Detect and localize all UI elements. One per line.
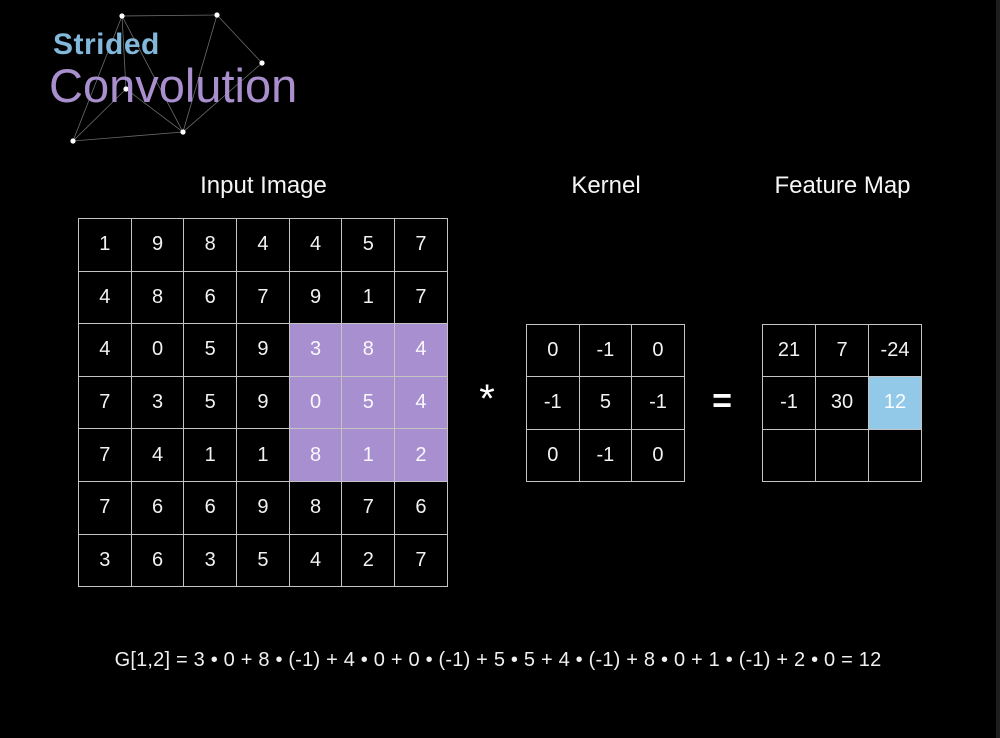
kernel-grid-cell-2-1: -1 — [579, 429, 633, 482]
input-grid-cell-3-6: 4 — [395, 376, 448, 430]
input-grid-cell-2-3: 9 — [237, 324, 290, 377]
title-line1: Strided — [53, 28, 160, 61]
feature-map-grid-cell-2-2 — [869, 429, 922, 482]
convolution-formula: G[1,2] = 3 • 0 + 8 • (-1) + 4 • 0 + 0 • … — [114, 649, 882, 671]
input-grid-cell-4-3: 1 — [237, 429, 290, 482]
input-grid-cell-5-5: 7 — [342, 481, 396, 535]
input-grid-cell-0-4: 4 — [289, 219, 343, 272]
network-graph-icon — [70, 12, 265, 144]
input-grid-cell-1-3: 7 — [237, 271, 290, 325]
input-grid-cell-0-0: 1 — [79, 219, 132, 272]
input-grid-cell-6-3: 5 — [237, 534, 290, 588]
input-grid-cell-2-0: 4 — [79, 324, 132, 377]
input-grid-cell-4-5: 1 — [342, 429, 396, 482]
input-grid-cell-0-2: 8 — [184, 219, 238, 272]
input-grid-cell-4-1: 4 — [131, 429, 185, 482]
feature-map-label: Feature Map — [774, 172, 911, 199]
feature-map-grid-cell-0-1: 7 — [816, 325, 869, 378]
input-grid-cell-4-4: 8 — [289, 429, 343, 482]
kernel-grid-cell-1-1: 5 — [579, 377, 633, 430]
input-grid-cell-6-4: 4 — [289, 534, 343, 588]
input-grid-cell-4-0: 7 — [79, 429, 132, 482]
feature-map-grid-cell-0-2: -24 — [869, 325, 922, 378]
kernel-grid-cell-2-0: 0 — [527, 429, 580, 482]
input-grid-cell-5-4: 8 — [289, 481, 343, 535]
input-grid-cell-1-1: 8 — [131, 271, 185, 325]
input-grid-cell-6-0: 3 — [79, 534, 132, 588]
input-grid-cell-3-0: 7 — [79, 376, 132, 430]
kernel-grid-cell-1-2: -1 — [632, 377, 685, 430]
input-grid-cell-1-2: 6 — [184, 271, 238, 325]
window-right-edge — [996, 0, 1000, 738]
input-grid-cell-6-6: 7 — [395, 534, 448, 588]
input-grid-cell-1-0: 4 — [79, 271, 132, 325]
input-grid-cell-2-1: 0 — [131, 324, 185, 377]
equals-operator: = — [712, 382, 732, 420]
input-grid-cell-5-3: 9 — [237, 481, 290, 535]
input-grid-cell-0-5: 5 — [342, 219, 396, 272]
kernel-grid-cell-1-0: -1 — [527, 377, 580, 430]
input-grid-cell-1-5: 1 — [342, 271, 396, 325]
input-grid-cell-2-6: 4 — [395, 324, 448, 377]
input-grid-cell-5-1: 6 — [131, 481, 185, 535]
input-grid-cell-3-4: 0 — [289, 376, 343, 430]
feature-map-grid-cell-0-0: 21 — [763, 325, 816, 378]
input-grid-cell-1-4: 9 — [289, 271, 343, 325]
input-grid-cell-0-6: 7 — [395, 219, 448, 272]
feature-map-grid-cell-2-1 — [816, 429, 869, 482]
kernel-grid-cell-0-0: 0 — [527, 325, 580, 378]
input-grid-cell-6-1: 6 — [131, 534, 185, 588]
kernel-label: Kernel — [571, 172, 641, 199]
kernel-grid-cell-0-1: -1 — [579, 325, 633, 378]
input-grid-cell-0-3: 4 — [237, 219, 290, 272]
convolution-operator: * — [479, 377, 495, 421]
input-grid-cell-1-6: 7 — [395, 271, 448, 325]
title-line2: Convolution — [49, 59, 298, 112]
input-grid-cell-6-5: 2 — [342, 534, 396, 588]
feature-map-grid-cell-1-0: -1 — [763, 377, 816, 430]
input-grid-cell-2-5: 8 — [342, 324, 396, 377]
input-grid-cell-0-1: 9 — [131, 219, 185, 272]
input-grid-cell-2-2: 5 — [184, 324, 238, 377]
input-grid-cell-3-1: 3 — [131, 376, 185, 430]
input-grid-cell-4-6: 2 — [395, 429, 448, 482]
kernel-grid-cell-2-2: 0 — [632, 429, 685, 482]
kernel-grid-cell-0-2: 0 — [632, 325, 685, 378]
input-grid-cell-5-0: 7 — [79, 481, 132, 535]
input-grid-cell-2-4: 3 — [289, 324, 343, 377]
feature-map-grid-cell-1-2: 12 — [869, 377, 922, 430]
feature-map-grid-cell-1-1: 30 — [816, 377, 869, 430]
input-grid-cell-3-5: 5 — [342, 376, 396, 430]
input-grid-cell-5-6: 6 — [395, 481, 448, 535]
input-image-label: Input Image — [200, 172, 327, 199]
input-grid-cell-3-3: 9 — [237, 376, 290, 430]
input-grid-cell-4-2: 1 — [184, 429, 238, 482]
feature-map-grid-cell-2-0 — [763, 429, 816, 482]
input-grid-cell-3-2: 5 — [184, 376, 238, 430]
input-grid-cell-5-2: 6 — [184, 481, 238, 535]
input-grid-cell-6-2: 3 — [184, 534, 238, 588]
